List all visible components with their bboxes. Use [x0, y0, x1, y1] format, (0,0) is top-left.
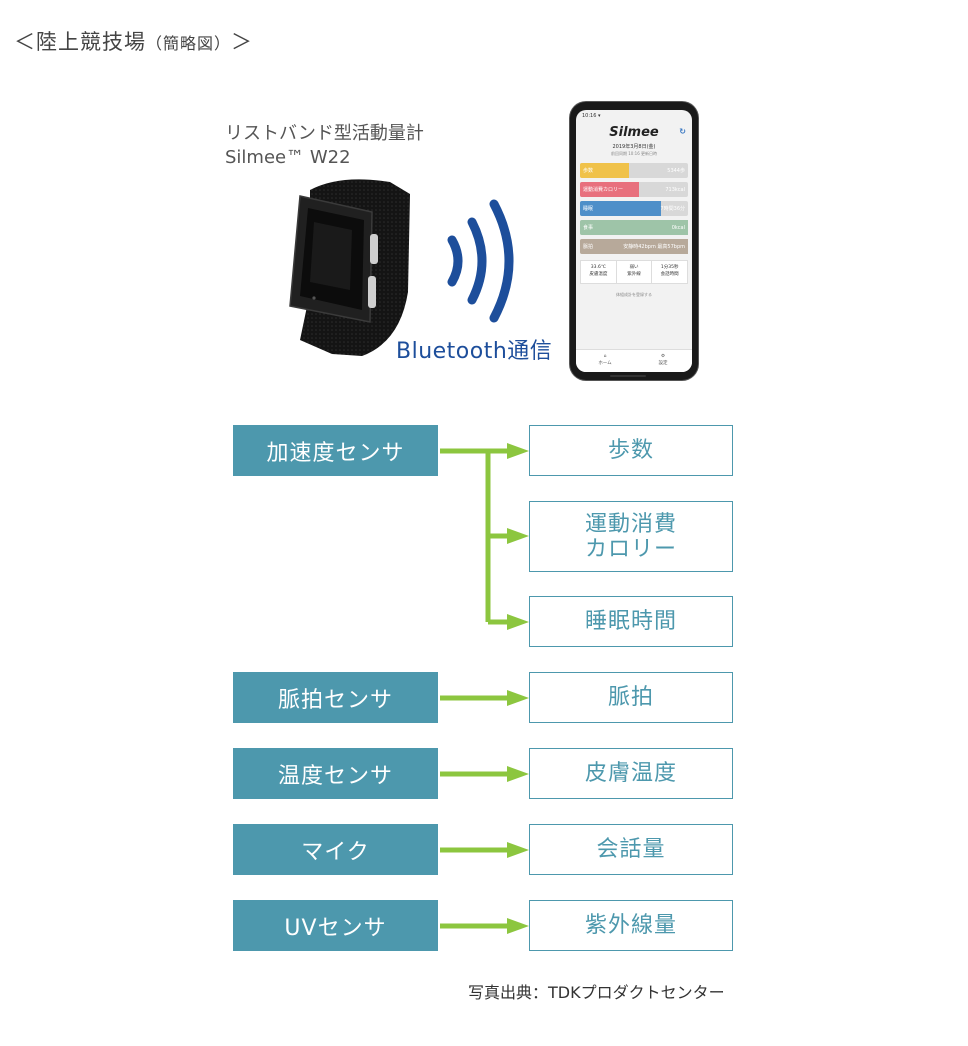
app-row-label: 歩数 [583, 168, 594, 174]
phone-status-bar: 10:16 ▾ [582, 113, 601, 119]
app-row-value: 0kcal [671, 224, 685, 231]
metric-uv: 紫外線量 [529, 900, 733, 951]
home-indicator [610, 375, 646, 377]
app-row-value: 7時間36分 [660, 206, 685, 212]
app-row-label: 睡眠 [583, 206, 594, 212]
app-name: Silmee [609, 125, 659, 140]
app-row-value: 5344歩 [667, 168, 685, 174]
arrow-head [507, 443, 529, 459]
wristband-image [289, 179, 410, 356]
metric-steps: 歩数 [529, 425, 733, 476]
metric-sleep: 睡眠時間 [529, 596, 733, 647]
app-row-label: 運動消費カロリー [583, 187, 624, 193]
bluetooth-label: Bluetooth通信 [396, 339, 553, 364]
tab-home[interactable]: ⌂ホーム [598, 354, 612, 366]
app-sync-time: 前回同期 10:16 更新日時 [610, 151, 658, 156]
gear-icon: ⚙ [660, 354, 666, 359]
app-row-fill [580, 201, 661, 216]
app-stat: 1分35秒会話時間 [660, 265, 679, 277]
sensor-temperature: 温度センサ [233, 748, 438, 799]
app-row-value: 713kcal [665, 186, 685, 193]
app-row-fill [580, 163, 629, 178]
photo-credit: 写真出典：TDKプロダクトセンター [468, 983, 725, 1002]
app-date: 2019年3月8日(金) [612, 144, 656, 150]
app-tab-bar: ⌂ホーム ⚙設定 [576, 349, 692, 372]
app-row-label: 脈拍 [583, 244, 594, 250]
device-model: Silmee™ W22 [225, 147, 351, 168]
arrow-head [507, 766, 529, 782]
sensor-uv: UVセンサ [233, 900, 438, 951]
app-metric-list: 歩数 5344歩運動消費カロリー 713kcal 睡眠 7時間36分食事 0kcal 脈拍 安… [576, 163, 692, 254]
metric-conversation: 会話量 [529, 824, 733, 875]
smartphone-image: 10:16 ▾ Silmee ↻ 2019年3月8日(金) 前回同期 10:16… [570, 102, 698, 380]
sync-icon: ↻ [679, 127, 686, 136]
device-label: リストバンド型活動量計 Silmee™ W22 [225, 122, 424, 170]
bluetooth-waves-icon [447, 199, 514, 323]
app-row-fill [580, 220, 688, 235]
arrow-head [507, 528, 529, 544]
tab-settings[interactable]: ⚙設定 [658, 354, 668, 366]
metric-skin-temperature: 皮膚温度 [529, 748, 733, 799]
app-row-fill [580, 182, 640, 197]
app-row[interactable]: 歩数 5344歩 [580, 163, 688, 178]
heading-close: ＞ [231, 30, 254, 54]
app-stat: 弱い紫外線 [617, 261, 653, 283]
arrow-head [507, 690, 529, 706]
app-logo: Silmee ↻ [576, 125, 692, 140]
phone-screen: 10:16 ▾ Silmee ↻ 2019年3月8日(金) 前回同期 10:16… [576, 110, 692, 372]
app-row[interactable]: 脈拍 安静時42bpm 最高57bpm [580, 239, 688, 254]
home-icon: ⌂ [603, 354, 607, 359]
device-type: リストバンド型活動量計 [225, 123, 424, 144]
app-row-fill [580, 239, 688, 254]
page-heading: ＜陸上競技場（簡略図）＞ [14, 26, 253, 56]
app-row[interactable]: 運動消費カロリー 713kcal [580, 182, 688, 197]
sensor-accelerometer: 加速度センサ [233, 425, 438, 476]
app-row[interactable]: 食事 0kcal [580, 220, 688, 235]
metric-calories: 運動消費カロリー [529, 501, 733, 572]
arrow-head [507, 614, 529, 630]
heading-paren: （簡略図） [146, 34, 232, 53]
heading-main: ＜陸上競技場 [14, 30, 146, 54]
sensor-microphone: マイク [233, 824, 438, 875]
app-row[interactable]: 睡眠 7時間36分 [580, 201, 688, 216]
app-row-label: 食事 [583, 225, 594, 231]
app-row-value: 安静時42bpm 最高57bpm [623, 244, 685, 250]
arrow-head [507, 842, 529, 858]
metric-pulse: 脈拍 [529, 672, 733, 723]
app-note: 体組成計を登録する [616, 292, 652, 297]
sensor-pulse: 脈拍センサ [233, 672, 438, 723]
arrow-head [507, 918, 529, 934]
